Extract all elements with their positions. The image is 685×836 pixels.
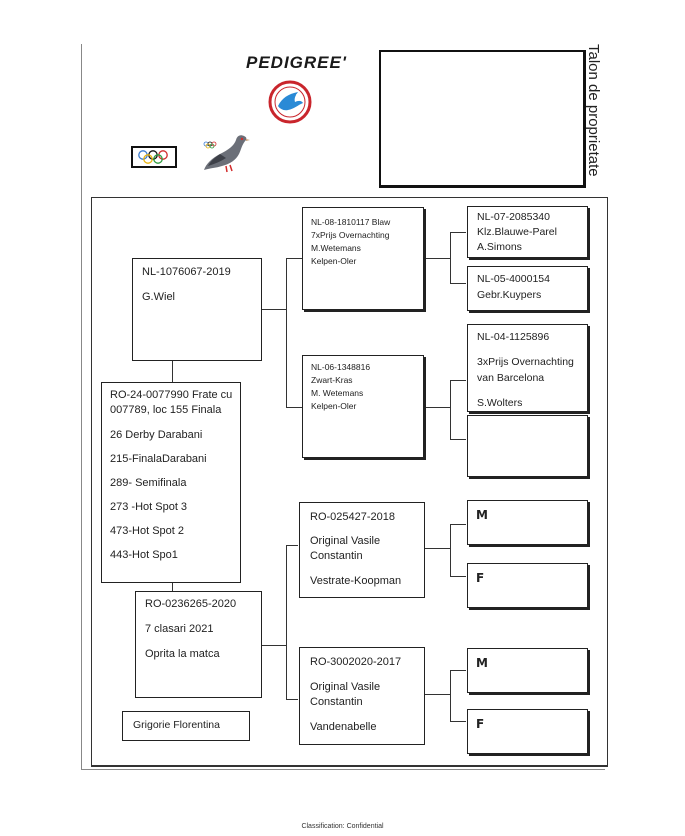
gen3-sds-line: van Barcelona — [477, 372, 545, 384]
connector-line — [450, 670, 451, 722]
connector-line — [450, 283, 466, 284]
connector-line — [172, 361, 173, 382]
sire-dam-line: NL-06-1348816 — [311, 362, 371, 372]
sire-owner: G.Wiel — [142, 291, 175, 303]
connector-line — [425, 258, 451, 259]
connector-line — [286, 699, 298, 700]
sire-dam-line: Kelpen-Oler — [311, 401, 357, 411]
sire-sire-line: 7xPrijs Overnachting — [311, 230, 390, 240]
gen3-sss-line: A.Simons — [477, 241, 522, 253]
owner-name: Grigorie Florentina — [133, 719, 220, 731]
connector-line — [286, 258, 302, 259]
connector-line — [450, 439, 466, 440]
dam-sire-box: RO-025427-2018 Original Vasile Constanti… — [299, 502, 425, 598]
dam-box: RO-0236265-2020 7 clasari 2021 Oprita la… — [135, 591, 262, 698]
connector-line — [450, 232, 451, 284]
subject-line: 215-FinalaDarabani — [110, 453, 207, 465]
connector-line — [262, 645, 286, 646]
subject-line: 007789, loc 155 Finala — [110, 404, 222, 416]
sire-dam-line: M. Wetemans — [311, 388, 364, 398]
gen3-ssd-line: Gebr.Kuypers — [477, 289, 542, 301]
sire-sire-box: NL-08-1810117 Blaw 7xPrijs Overnachting … — [302, 207, 424, 310]
connector-line — [425, 407, 451, 408]
gen3-ddd-label: F — [476, 717, 485, 731]
talon-label: Talon de proprietate — [580, 44, 602, 189]
dam-dam-box: RO-3002020-2017 Original Vasile Constant… — [299, 647, 425, 745]
connector-line — [286, 258, 287, 408]
sire-dam-line: Zwart-Kras — [311, 375, 353, 385]
connector-line — [286, 407, 302, 408]
dam-dam-line: Constantin — [310, 696, 363, 708]
gen3-ssd-ring: NL-05-4000154 — [477, 273, 550, 285]
subject-line: 473-Hot Spot 2 — [110, 525, 184, 537]
sire-box: NL-1076067-2019 G.Wiel — [132, 258, 262, 361]
talon-label-text: Talon de proprietate — [585, 44, 602, 177]
ownership-stub-box — [379, 50, 586, 188]
gen3-ssd-box: NL-05-4000154 Gebr.Kuypers — [467, 266, 588, 311]
dam-ring: RO-0236265-2020 — [145, 598, 237, 610]
gen3-sss-box: NL-07-2085340 Klz.Blauwe-Parel A.Simons — [467, 206, 588, 258]
owner-box: Grigorie Florentina — [122, 711, 250, 741]
dam-dam-ring: RO-3002020-2017 — [310, 656, 402, 668]
gen3-dss-label: M — [476, 508, 488, 522]
page-frame-bottom — [81, 769, 605, 770]
gen3-sds-line: 3xPrijs Overnachting — [477, 356, 574, 368]
connector-line — [450, 524, 466, 525]
pigeon-icon — [200, 128, 252, 178]
gen3-dss-box: M — [467, 500, 588, 545]
connector-line — [450, 524, 451, 577]
connector-line — [261, 309, 287, 310]
gen3-sds-ring: NL-04-1125896 — [477, 331, 550, 343]
connector-line — [425, 694, 451, 695]
dam-sire-line: Original Vasile — [310, 535, 381, 547]
pedigree-title: PEDIGREE' — [246, 53, 347, 72]
dam-dam-line: Original Vasile — [310, 681, 381, 693]
connector-line — [425, 548, 451, 549]
dam-sire-ring: RO-025427-2018 — [310, 511, 396, 523]
gen3-sss-line: Klz.Blauwe-Parel — [477, 226, 557, 238]
subject-line: 289- Semifinala — [110, 477, 187, 489]
sire-sire-line: NL-08-1810117 Blaw — [311, 217, 391, 227]
connector-line — [286, 545, 298, 546]
connector-line — [450, 721, 466, 722]
subject-line: 443-Hot Spo1 — [110, 549, 178, 561]
dam-result: 7 clasari 2021 — [145, 623, 214, 635]
olympic-rings-box — [131, 146, 177, 168]
gen3-ddd-box: F — [467, 709, 588, 754]
connector-line — [450, 232, 466, 233]
dam-sire-line: Constantin — [310, 550, 363, 562]
dam-sire-line: Vestrate-Koopman — [310, 575, 402, 587]
subject-line: 26 Derby Darabani — [110, 429, 203, 441]
gen3-dsd-label: F — [476, 571, 485, 585]
gen3-sdd-box — [467, 415, 588, 477]
connector-line — [450, 576, 466, 577]
federation-logo-icon — [268, 80, 312, 124]
gen3-sds-line: S.Wolters — [477, 397, 523, 409]
gen3-dsd-box: F — [467, 563, 588, 608]
sire-dam-box: NL-06-1348816 Zwart-Kras M. Wetemans Kel… — [302, 355, 424, 458]
dam-note: Oprita la matca — [145, 648, 220, 660]
connector-line — [450, 380, 466, 381]
sire-sire-line: Kelpen-Oler — [311, 256, 357, 266]
pedigree-frame — [91, 197, 608, 767]
connector-line — [172, 583, 173, 591]
dam-dam-line: Vandenabelle — [310, 721, 377, 733]
connector-line — [286, 545, 287, 700]
gen3-sss-ring: NL-07-2085340 — [477, 211, 550, 223]
page-frame-left — [81, 44, 82, 770]
connector-line — [450, 670, 466, 671]
subject-line: 273 -Hot Spot 3 — [110, 501, 188, 513]
gen3-dds-box: M — [467, 648, 588, 693]
olympic-rings-icon — [138, 150, 168, 164]
classification-footer: Classification: Confidential — [301, 823, 384, 830]
subject-line: RO-24-0077990 Frate cu — [110, 389, 233, 401]
sire-sire-line: M.Wetemans — [311, 243, 361, 253]
gen3-dds-label: M — [476, 656, 488, 670]
sire-ring: NL-1076067-2019 — [142, 266, 231, 278]
connector-line — [450, 380, 451, 440]
subject-box: RO-24-0077990 Frate cu 007789, loc 155 F… — [101, 382, 241, 583]
gen3-sds-box: NL-04-1125896 3xPrijs Overnachting van B… — [467, 324, 588, 412]
